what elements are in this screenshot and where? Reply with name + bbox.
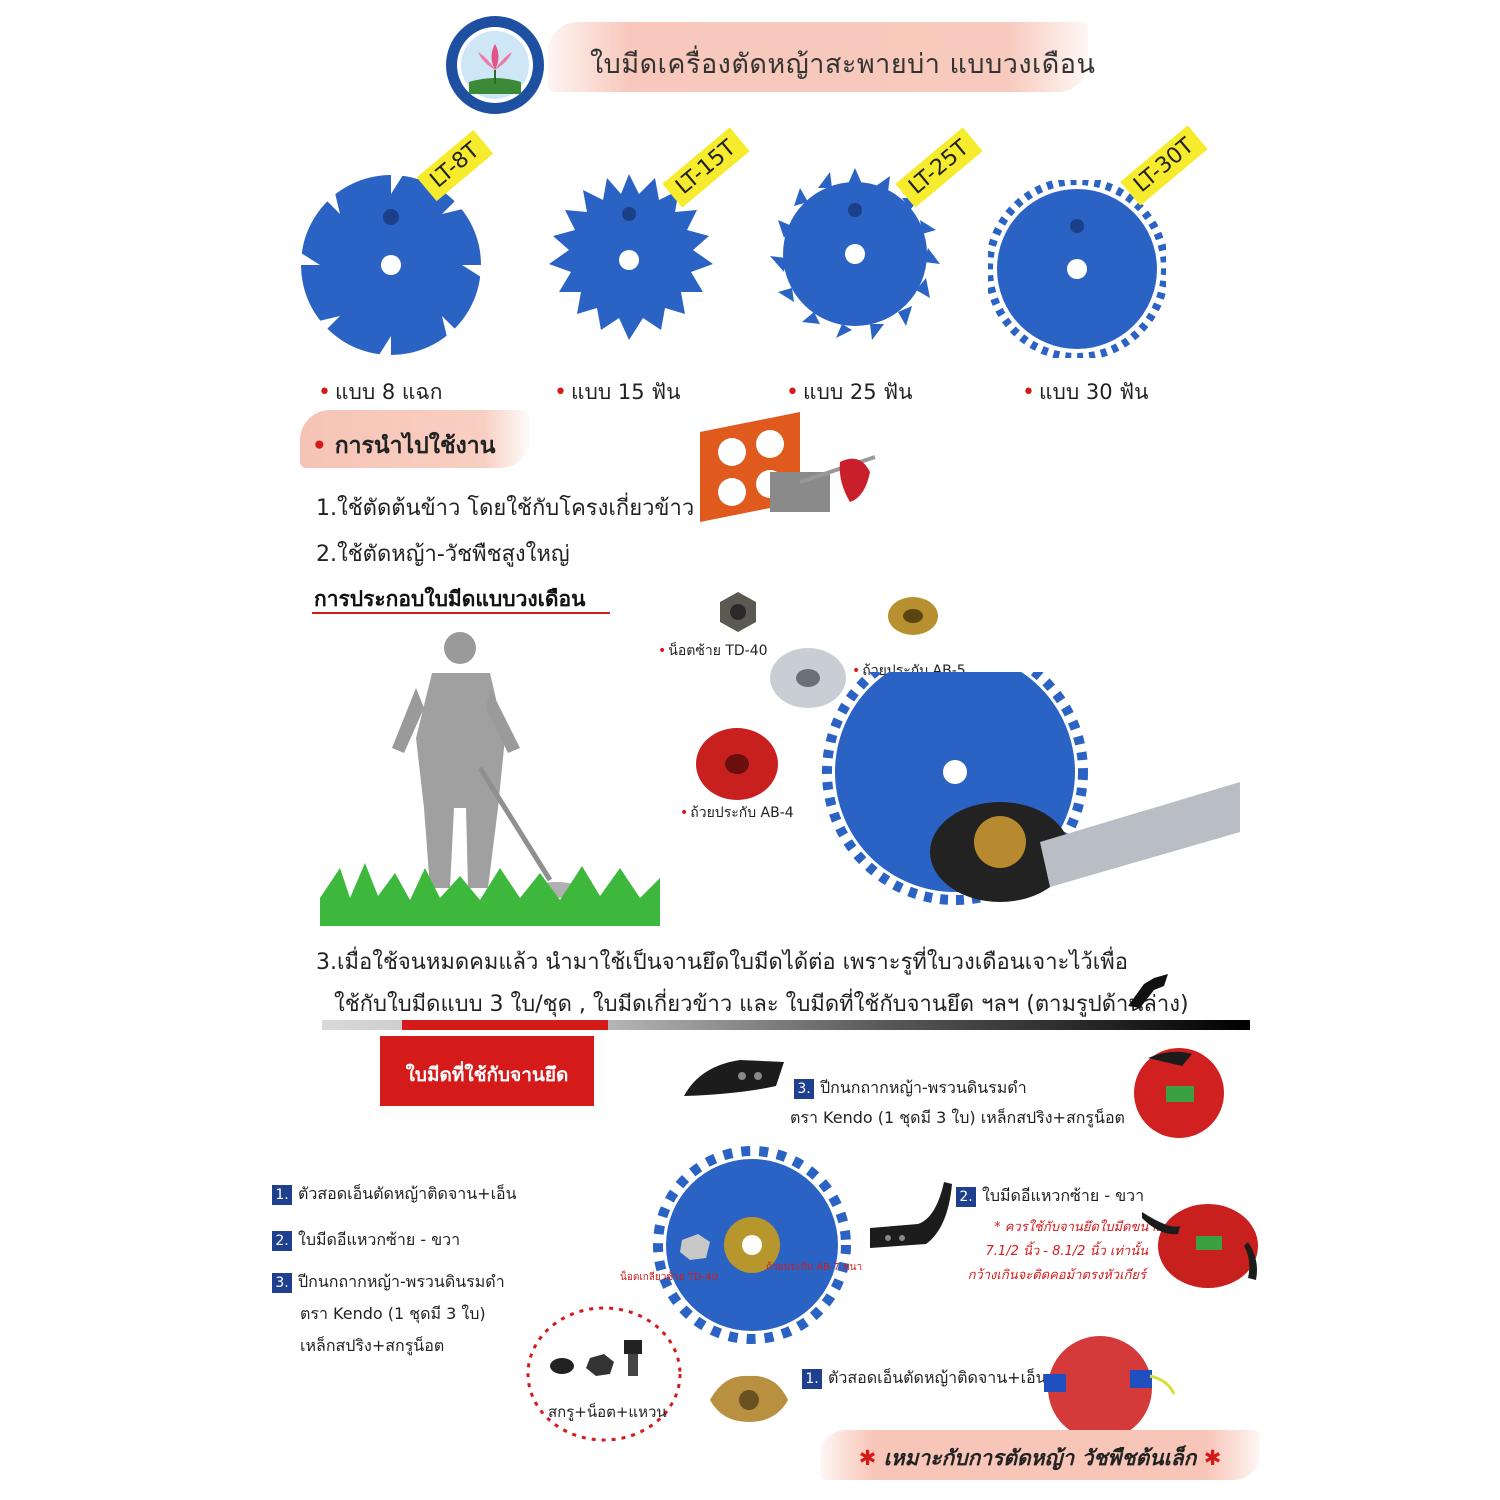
bullet-icon: • <box>554 380 567 405</box>
title-underline <box>312 612 610 614</box>
red-disc-line-head-image <box>1038 1330 1178 1446</box>
blade-caption-30: •แบบ 30 ฟัน <box>1022 380 1149 405</box>
list-item-1: 1.ตัวสอดเอ็นตัดหญ้าติดจาน+เอ็น <box>272 1182 517 1207</box>
red-disc-with-wings-image <box>1132 1046 1226 1144</box>
central-right-label: ถ้วยประกับ AB-7 หนา <box>766 1262 863 1273</box>
bottom-banner-text: ✱ เหมาะกับการตัดหญ้า วัชพืชต้นเล็ก ✱ <box>858 1446 1222 1470</box>
cup-silver-image <box>768 644 848 716</box>
central-left-label: น็อตเกลียวซ้าย TD-40 <box>620 1272 718 1283</box>
rice-harvest-frame-image <box>690 412 890 536</box>
list-item-3: 3.ปีกนกถากหญ้า-พรวนดินรมดำ <box>272 1270 505 1295</box>
red-label-box <box>380 1036 594 1106</box>
usage-line-3b: ใช้กับใบมีดแบบ 3 ใบ/ชุด , ใบมีดเกี่ยวข้า… <box>334 992 1189 1017</box>
screw-set-label: สกรู+น็อต+แหวน <box>548 1403 667 1421</box>
note-line-1: * ควรใช้กับจานยึดใบมีดขนาด <box>994 1220 1164 1235</box>
blade-lt-30t <box>985 177 1169 362</box>
assembled-blade-image <box>810 639 1250 916</box>
nut-td40-image <box>716 590 760 638</box>
part-label-cup4: •ถ้วยประกับ AB-4 <box>680 805 794 821</box>
note-line-2: 7.1/2 นิ้ว - 8.1/2 นิ้ว เท่านั้น <box>985 1244 1148 1259</box>
blade-lt-25t <box>770 168 940 344</box>
bullet-icon: • <box>1022 380 1035 405</box>
usage-line-1: 1.ใช้ตัดต้นข้าว โดยใช้กับโครงเกี่ยวข้าว <box>316 496 695 521</box>
red-label-text: ใบมีดที่ใช้กับจานยึด <box>405 1064 569 1086</box>
blade-caption-25: •แบบ 25 ฟัน <box>786 380 913 405</box>
bottom-banner <box>820 1430 1260 1480</box>
blade-caption-8: •แบบ 8 แฉก <box>318 380 443 405</box>
blade-caption-15: •แบบ 15 ฟัน <box>554 380 681 405</box>
bullet-icon: • <box>786 380 799 405</box>
usage-title: • การนำไปใช้งาน <box>312 433 496 459</box>
blade-lt-8t <box>298 172 484 362</box>
gradient-divider <box>322 1020 1250 1030</box>
usage-banner <box>300 410 530 468</box>
worker-silhouette-image <box>320 628 670 930</box>
page-title: ใบมีดเครื่องตัดหญ้าสะพายบ่า แบบวงเดือน <box>590 49 1096 80</box>
lotus-brand-logo <box>444 14 546 116</box>
side-blade-black-image <box>866 1178 956 1258</box>
cup-ab5-image <box>886 594 940 642</box>
list-item-2: 2.ใบมีดอีแหวกซ้าย - ขวา <box>272 1228 460 1253</box>
assembly-title: การประกอบใบมีดแบบวงเดือน <box>314 587 586 611</box>
bullet-icon: • <box>318 380 331 405</box>
usage-line-2: 2.ใช้ตัดหญ้า-วัชพืชสูงใหญ่ <box>316 542 570 567</box>
right-item-3: 3.ปีกนกถากหญ้า-พรวนดินรมดำ <box>794 1076 1027 1101</box>
list-item-3-line3: เหล็กสปริง+สกรูน็อต <box>300 1336 445 1355</box>
right-item-1: 1.ตัวสอดเอ็นตัดหญ้าติดจาน+เอ็น <box>802 1366 1047 1391</box>
divider-red-segment <box>402 1020 608 1030</box>
note-line-3: กว้างเกินจะติดคอม้าตรงหัวเกียร์ <box>967 1268 1146 1283</box>
pointing-hand-icon <box>1124 970 1170 1014</box>
wing-blade-black-image <box>680 1056 790 1104</box>
line-trimmer-head-image <box>704 1370 794 1430</box>
list-item-3-line2: ตรา Kendo (1 ชุดมี 3 ใบ) <box>300 1304 486 1323</box>
usage-line-3a: 3.เมื่อใช้จนหมดคมแล้ว นำมาใช้เป็นจานยึดใ… <box>316 950 1129 975</box>
central-blade-image <box>652 1130 852 1364</box>
blade-lt-15t <box>541 172 717 352</box>
right-item-2: 2.ใบมีดอีแหวกซ้าย - ขวา <box>956 1184 1144 1209</box>
title-banner <box>548 22 1088 92</box>
part-label-nut: •น็อตซ้าย TD-40 <box>658 643 768 659</box>
right-item-3-line2: ตรา Kendo (1 ชุดมี 3 ใบ) เหล็กสปริง+สกรู… <box>790 1108 1125 1127</box>
red-disc-side-blades-image <box>1140 1200 1264 1294</box>
cup-ab4-image <box>694 726 780 806</box>
screw-set-circle <box>524 1304 684 1448</box>
